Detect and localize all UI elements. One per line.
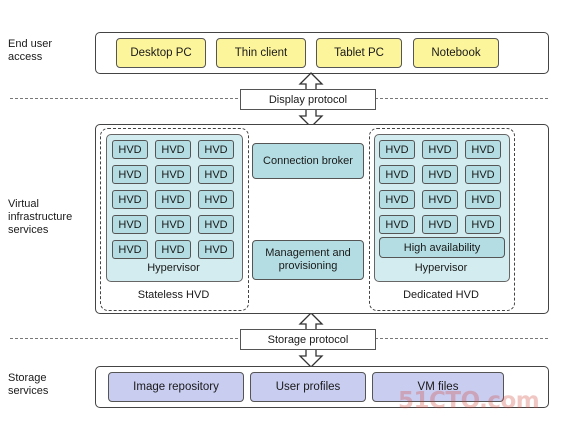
left-hvd-box: HVD bbox=[198, 215, 234, 234]
right-hvd-box: HVD bbox=[422, 165, 458, 184]
dedicated-hvd-group bbox=[369, 128, 515, 311]
client-notebook: Notebook bbox=[413, 38, 499, 68]
display-protocol-box: Display protocol bbox=[240, 89, 376, 110]
right-hypervisor-label: Hypervisor bbox=[414, 262, 468, 274]
left-hvd-box: HVD bbox=[198, 165, 234, 184]
left-hypervisor-label: Hypervisor bbox=[147, 262, 200, 274]
left-hvd-grid: HVD HVD HVD HVD HVD HVD HVD HVD HVD HVD HVD HVD HVD H… bbox=[112, 140, 234, 259]
left-hvd-box: HVD bbox=[112, 140, 148, 159]
right-hvd-box: HVD bbox=[465, 215, 501, 234]
left-hvd-box: HVD bbox=[198, 190, 234, 209]
client-desktop-pc: Desktop PC bbox=[116, 38, 206, 68]
right-hvd-box: HVD bbox=[465, 140, 501, 159]
right-hvd-box: HVD bbox=[379, 165, 415, 184]
left-hvd-box: HVD bbox=[155, 140, 191, 159]
left-hvd-box: HVD bbox=[198, 240, 234, 259]
management-provisioning-box: Management and provisioning bbox=[252, 240, 364, 280]
watermark: 51CTO.com bbox=[398, 388, 540, 414]
client-tablet-pc: Tablet PC bbox=[316, 38, 402, 68]
right-hvd-box: HVD bbox=[379, 190, 415, 209]
storage-user-profiles: User profiles bbox=[250, 372, 366, 402]
storage-services-label: Storage services bbox=[8, 372, 49, 397]
storage-image-repository: Image repository bbox=[108, 372, 244, 402]
right-hvd-box: HVD bbox=[422, 215, 458, 234]
left-hvd-box: HVD bbox=[155, 190, 191, 209]
right-hvd-box: HVD bbox=[422, 190, 458, 209]
right-hvd-box: HVD bbox=[379, 215, 415, 234]
left-hvd-box: HVD bbox=[112, 190, 148, 209]
virtual-infrastructure-label: Virtual infrastructure services bbox=[8, 198, 73, 236]
storage-vm-files: VM files bbox=[372, 372, 504, 402]
left-hvd-box: HVD bbox=[198, 140, 234, 159]
end-user-access-label: End user access bbox=[8, 38, 53, 63]
right-hvd-box: HVD bbox=[379, 140, 415, 159]
left-hvd-box: HVD bbox=[112, 165, 148, 184]
left-hvd-box: HVD bbox=[155, 215, 191, 234]
client-thin-client: Thin client bbox=[216, 38, 306, 68]
connection-broker-box: Connection broker bbox=[252, 143, 364, 179]
right-hvd-grid: HVD HVD HVD HVD HVD HVD HVD HVD HVD HVD HVD HVD bbox=[379, 140, 501, 234]
stateless-hvd-group bbox=[100, 128, 249, 311]
right-hvd-box: HVD bbox=[465, 190, 501, 209]
left-hvd-box: HVD bbox=[112, 215, 148, 234]
stateless-hvd-caption: Stateless HVD bbox=[137, 289, 210, 301]
right-hvd-box: HVD bbox=[465, 165, 501, 184]
storage-protocol-box: Storage protocol bbox=[240, 329, 376, 350]
left-hvd-box: HVD bbox=[112, 240, 148, 259]
left-hvd-box: HVD bbox=[155, 240, 191, 259]
right-hvd-box: HVD bbox=[422, 140, 458, 159]
dedicated-hvd-caption: Dedicated HVD bbox=[403, 289, 479, 301]
left-hvd-box: HVD bbox=[155, 165, 191, 184]
high-availability-box: High availability bbox=[379, 237, 505, 258]
